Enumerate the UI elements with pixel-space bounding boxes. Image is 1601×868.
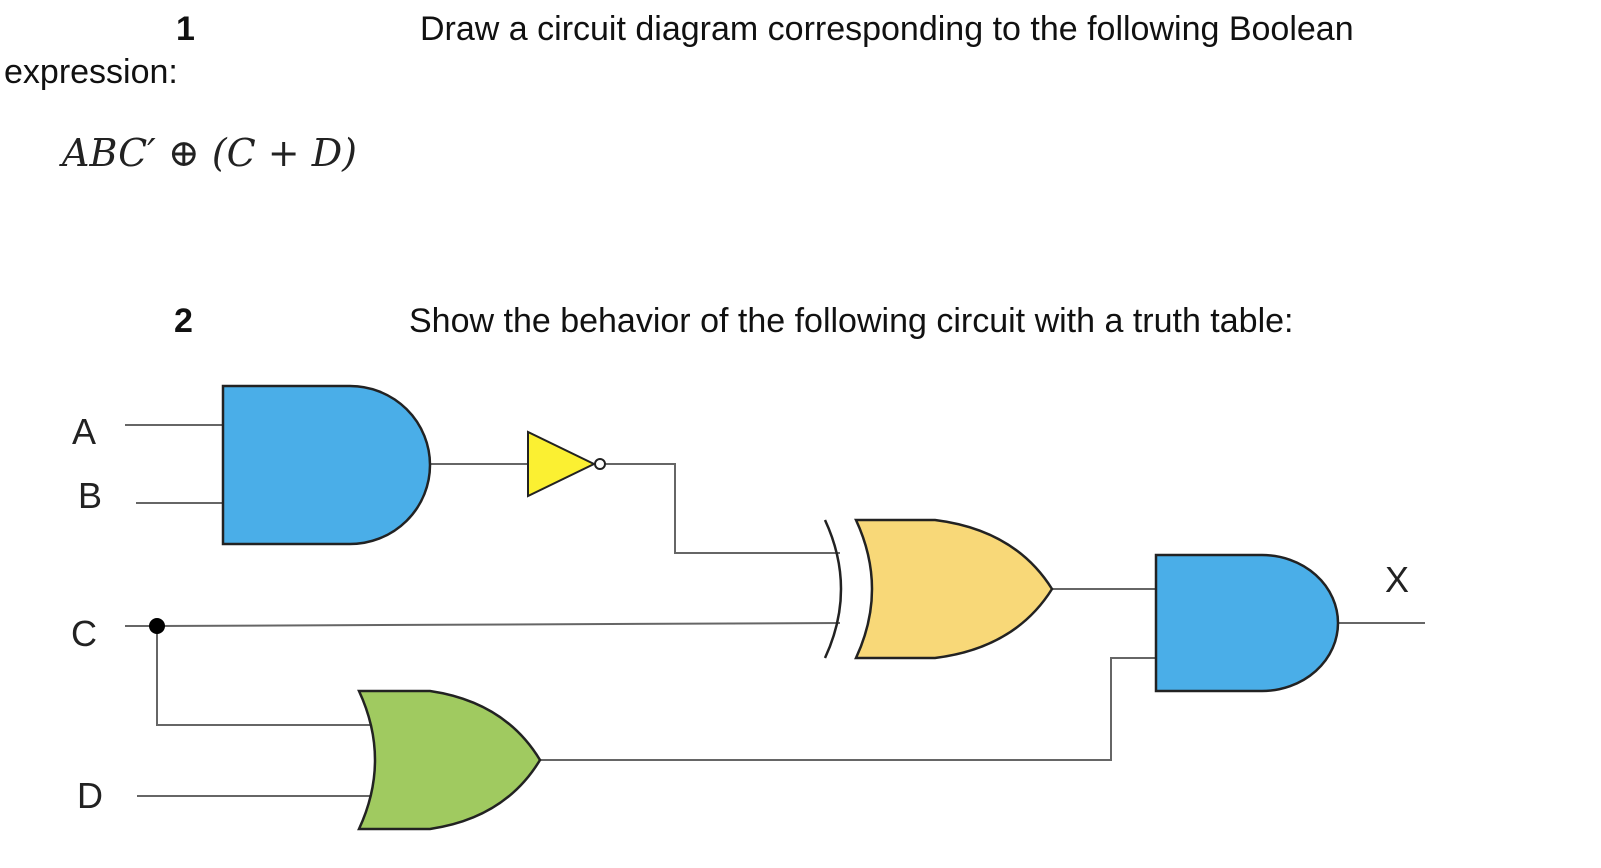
and-gate-ab bbox=[221, 384, 432, 546]
expression-term-abc-not-c: ABC′ bbox=[62, 131, 156, 175]
xor-gate-extra-curve bbox=[823, 519, 843, 659]
or-gate-cd bbox=[357, 689, 542, 831]
input-label-a: A bbox=[72, 411, 96, 452]
xor-gate bbox=[854, 518, 1054, 660]
wire-not-to-xor bbox=[606, 463, 840, 554]
not-gate bbox=[527, 430, 597, 498]
question-2-prompt: Show the behavior of the following circu… bbox=[409, 302, 1294, 340]
input-label-b: B bbox=[78, 475, 102, 516]
question-1-prompt: Draw a circuit diagram corresponding to … bbox=[420, 10, 1354, 48]
wires bbox=[125, 424, 1425, 797]
xor-symbol: ⊕ bbox=[167, 131, 200, 175]
question-2-number: 2 bbox=[174, 302, 193, 340]
input-label-c: C bbox=[71, 613, 97, 654]
wire-c-to-xor bbox=[156, 622, 841, 627]
boolean-expression: ABC′ ⊕ (C + D) bbox=[62, 134, 357, 172]
wire-c-branch-to-or bbox=[156, 626, 370, 726]
and-gate-output bbox=[1154, 553, 1340, 693]
output-label-x: X bbox=[1385, 559, 1409, 600]
not-gate-bubble bbox=[594, 458, 606, 470]
wire-or-to-and bbox=[540, 657, 1156, 761]
question-1-number: 1 bbox=[176, 10, 195, 48]
expression-term-c-or-d: (C + D) bbox=[211, 131, 358, 175]
junction-dot bbox=[149, 618, 165, 634]
input-label-d: D bbox=[77, 775, 103, 816]
question-1-prompt-continued: expression: bbox=[4, 53, 178, 91]
